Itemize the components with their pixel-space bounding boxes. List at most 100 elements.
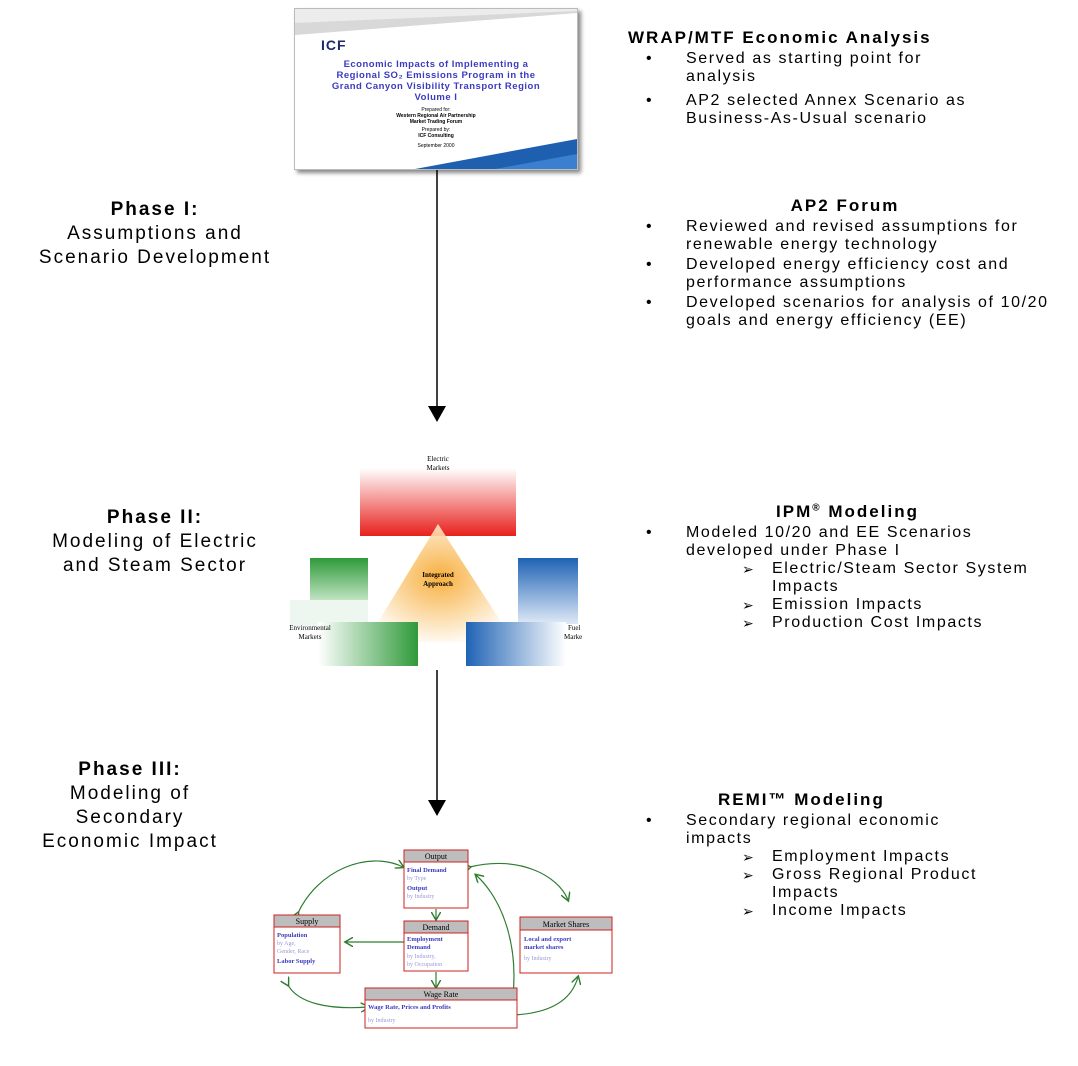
demand-line-2: Demand	[407, 944, 431, 951]
ipm-title-suffix: Modeling	[821, 502, 919, 521]
cover-prepared-for-2: Market Trading Forum	[409, 119, 463, 125]
ipm-sub-3: ➢Production Cost Impacts	[742, 614, 984, 631]
remi-bullets: •Secondary regional economic impacts	[646, 812, 1070, 848]
cover-decoration	[295, 9, 577, 169]
center-label-1: Integrated	[422, 571, 454, 579]
supply-line-3: Gender, Race	[277, 949, 310, 955]
cover-prepared-for-1: Western Regional Air Partnership	[396, 113, 476, 119]
fuel-label-1: Fuel	[568, 624, 581, 632]
supply-line-4: Labor Supply	[277, 958, 316, 965]
demand-box: Demand Employment Demand by Industry, by…	[403, 920, 469, 972]
ipm-bullet-1: •Modeled 10/20 and EE Scenarios develope…	[646, 524, 973, 559]
remi-sub-items: ➢Employment Impacts ➢Gross Regional Prod…	[742, 848, 1070, 920]
demand-line-4: by Occupation	[407, 962, 442, 968]
remi-sub-3: ➢Income Impacts	[742, 902, 908, 919]
environmental-block-mid	[290, 600, 368, 626]
phase-1-line-2: Scenario Development	[38, 247, 272, 268]
market-header: Market Shares	[543, 920, 589, 929]
report-cover: ICF Economic Impacts of Implementing a R…	[294, 8, 578, 170]
cover-prepared: Prepared for: Western Regional Air Partn…	[335, 107, 537, 149]
phase-2-line-2: and Steam Sector	[62, 555, 248, 576]
phase-1-label: Phase I: Assumptions and Scenario Develo…	[20, 198, 290, 270]
center-label-2: Approach	[423, 580, 453, 588]
ipm-title: IPM® Modeling	[620, 502, 1075, 522]
cover-date: September 2000	[417, 143, 455, 149]
demand-line-3: by Industry,	[407, 954, 436, 960]
cover-prepared-by: ICF Consulting	[418, 133, 454, 139]
phase-3-line-1: Modeling of	[69, 783, 191, 804]
fuel-label-2: Marke	[564, 633, 582, 641]
supply-box: Supply Population by Age, Gender, Race L…	[273, 914, 341, 974]
wrap-section: WRAP/MTF Economic Analysis •Served as st…	[620, 28, 1070, 134]
wage-line-1: Wage Rate, Prices and Profits	[368, 1004, 451, 1011]
wage-market-arrow	[512, 977, 578, 1016]
supply-line-2: by Age,	[277, 941, 296, 947]
supply-output-arrow	[298, 861, 403, 913]
output-line-1: Final Demand	[407, 867, 447, 874]
market-shares-box: Market Shares Local and export market sh…	[519, 916, 613, 974]
output-line-2: by Type	[407, 876, 427, 882]
ipm-bullets: •Modeled 10/20 and EE Scenarios develope…	[646, 524, 1075, 560]
remi-connectors	[288, 861, 578, 1016]
output-market-arrow	[470, 862, 568, 900]
wrap-title: WRAP/MTF Economic Analysis	[628, 28, 932, 47]
remi-section: REMI™ Modeling •Secondary regional econo…	[620, 790, 1070, 920]
fuel-block-bottom	[466, 622, 566, 666]
phase-2-line-1: Modeling of Electric	[52, 531, 258, 552]
cover-prepared-for-label: Prepared for:	[421, 107, 451, 113]
cover-title-line-2: Regional SO₂ Emissions Program in the	[336, 70, 536, 81]
wrap-bullet-2: •AP2 selected Annex Scenario as Business…	[646, 92, 967, 127]
ap2-section: AP2 Forum •Reviewed and revised assumpti…	[620, 196, 1070, 336]
flow-arrow-2-head	[428, 800, 446, 816]
environmental-block-bottom	[318, 622, 418, 666]
cover-title-line-3: Grand Canyon Visibility Transport Region	[331, 81, 541, 92]
flow-arrow-1-head	[428, 406, 446, 422]
demand-header: Demand	[422, 923, 449, 932]
ipm-sub-1: ➢Electric/Steam Sector System Impacts	[742, 560, 1029, 595]
cover-title-line-1: Economic Impacts of Implementing a	[343, 59, 529, 70]
integrated-approach-triangle	[366, 524, 514, 642]
ipm-title-mark: ®	[812, 502, 822, 514]
fuel-block-top	[518, 558, 578, 624]
cover-prepared-by-label: Prepared by:	[421, 127, 451, 133]
output-line-3: Output	[407, 885, 428, 892]
ipm-diagram: Electric Markets Integrated Approach Env…	[289, 455, 582, 666]
ap2-bullet-3: •Developed scenarios for analysis of 10/…	[646, 294, 1049, 329]
wrap-bullets: •Served as starting point for analysis •…	[646, 50, 1070, 128]
supply-line-1: Population	[277, 932, 308, 939]
phase-2-title: Phase II:	[106, 507, 204, 528]
market-line-2: market shares	[524, 944, 564, 951]
wage-header: Wage Rate	[424, 990, 459, 999]
remi-sub-2: ➢Gross Regional Product Impacts	[742, 866, 978, 901]
environmental-label-1: Environmental	[289, 624, 331, 632]
ipm-sub-2: ➢Emission Impacts	[742, 596, 923, 613]
market-line-3: by Industry	[524, 956, 552, 962]
phase-3-line-2: Secondary	[75, 807, 185, 828]
remi-title: REMI™ Modeling	[718, 790, 885, 809]
demand-line-1: Employment	[407, 936, 444, 943]
output-line-4: by Industry	[407, 894, 435, 900]
ap2-bullet-1: •Reviewed and revised assumptions for re…	[646, 218, 1019, 253]
phase-2-label: Phase II: Modeling of Electric and Steam…	[20, 506, 290, 578]
ipm-section: IPM® Modeling •Modeled 10/20 and EE Scen…	[620, 502, 1075, 632]
supply-header: Supply	[296, 917, 319, 926]
ipm-sub-items: ➢Electric/Steam Sector System Impacts ➢E…	[742, 560, 1075, 632]
cover-title: Economic Impacts of Implementing a Regio…	[305, 59, 567, 103]
ap2-bullets: •Reviewed and revised assumptions for re…	[646, 218, 1070, 330]
output-box: Output Final Demand by Type Output by In…	[403, 849, 469, 909]
environmental-block-top	[310, 558, 368, 600]
wage-rate-box: Wage Rate Wage Rate, Prices and Profits …	[364, 987, 518, 1029]
environmental-label-2: Markets	[299, 633, 322, 641]
wage-output-arrow	[476, 875, 515, 996]
phase-3-line-3: Economic Impact	[42, 831, 218, 852]
electric-label-2: Markets	[427, 464, 450, 472]
wage-line-2: by Industry	[368, 1018, 396, 1024]
phase-1-line-1: Assumptions and	[67, 223, 243, 244]
market-line-1: Local and export	[524, 936, 572, 943]
cover-title-line-4: Volume I	[414, 92, 458, 103]
flow-arrows	[428, 170, 446, 816]
remi-diagram: Output Final Demand by Type Output by In…	[273, 849, 613, 1029]
phase-3-title: Phase III:	[78, 759, 182, 780]
wrap-bullet-1: •Served as starting point for analysis	[646, 50, 923, 85]
icf-logo: ICF	[321, 37, 347, 53]
